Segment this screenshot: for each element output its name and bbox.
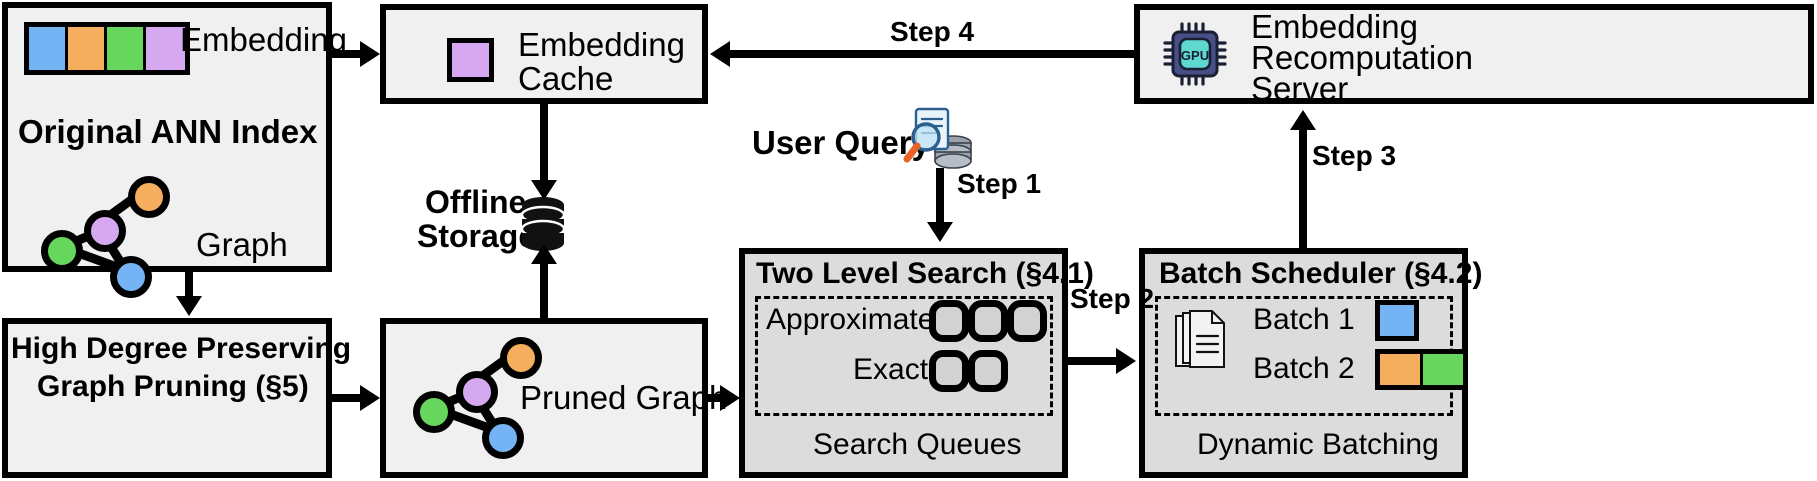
embedding-swatch-green xyxy=(107,27,146,70)
graph-label: Graph xyxy=(196,226,288,263)
graph-pruning-line2: Graph Pruning (§5) xyxy=(37,370,309,403)
arrow-ann-to-pruning xyxy=(185,272,193,300)
search-queue-slot[interactable] xyxy=(929,300,969,342)
embedding-swatch-orange xyxy=(68,27,107,70)
arrowhead-ann-to-cache xyxy=(360,41,380,67)
arrow-pruning-to-pruned xyxy=(332,394,362,402)
search-queues-panel xyxy=(755,296,1053,416)
search-queue-slot[interactable] xyxy=(929,350,969,392)
graph-node-green xyxy=(41,230,83,272)
recompute-server-box xyxy=(1134,4,1814,104)
ann-index-graph xyxy=(40,168,170,298)
embedding-cache-swatch xyxy=(447,38,494,82)
batch-2-swatches xyxy=(1375,349,1468,390)
arrow-pruned-to-storage xyxy=(540,262,548,320)
arrow-step1 xyxy=(936,168,944,224)
pruned-graph-node-purple xyxy=(456,371,498,413)
graph-node-blue xyxy=(110,256,152,298)
original-ann-index-title: Original ANN Index xyxy=(18,113,318,150)
arrowhead-pruning-to-pruned xyxy=(360,385,380,411)
arrowhead-cache-to-storage xyxy=(531,180,557,200)
two-level-search-title: Two Level Search (§4.1) xyxy=(756,257,1094,290)
embedding-swatch-purple xyxy=(146,27,185,70)
arrow-step2 xyxy=(1068,357,1120,365)
batch-2-swatch-green xyxy=(1423,354,1463,385)
search-queue-slot[interactable] xyxy=(1007,300,1047,342)
gpu-icon-text: GPU xyxy=(1181,48,1209,63)
pruned-graph-node-orange xyxy=(500,337,542,379)
step3-label: Step 3 xyxy=(1312,140,1397,171)
database-cylinder-icon xyxy=(520,197,566,251)
recompute-server-line3: Server xyxy=(1251,70,1349,107)
arrowhead-ann-to-pruning xyxy=(176,296,202,316)
search-queues-footer: Search Queues xyxy=(813,428,1022,461)
embedding-cache-title-line1: Embedding xyxy=(518,26,685,63)
arrow-step3 xyxy=(1299,128,1307,250)
two-level-search-box xyxy=(739,248,1068,478)
batch-scheduler-title: Batch Scheduler (§4.2) xyxy=(1159,257,1483,290)
search-queue-slot[interactable] xyxy=(968,300,1008,342)
recompute-server-line2: Recomputation xyxy=(1251,39,1473,76)
arrowhead-step1 xyxy=(927,222,953,242)
embedding-label: Embedding xyxy=(180,21,347,58)
arrowhead-pruned-to-storage xyxy=(531,244,557,264)
pruned-graph-graphic xyxy=(412,330,542,459)
step1-label: Step 1 xyxy=(957,168,1042,199)
arrowhead-step2 xyxy=(1116,348,1136,374)
gpu-chip-icon: GPU xyxy=(1163,22,1227,86)
graph-node-orange xyxy=(128,176,170,218)
search-row-label-exact: Exact xyxy=(853,353,929,386)
search-queue-slot[interactable] xyxy=(968,350,1008,392)
embedding-swatch-strip xyxy=(24,22,190,75)
graph-node-purple xyxy=(84,210,126,252)
arrowhead-pruned-to-search xyxy=(720,385,740,411)
pruned-graph-label: Pruned Graph xyxy=(520,379,728,416)
arrow-step4 xyxy=(730,50,1136,58)
arrow-ann-to-cache xyxy=(332,50,362,58)
documents-stack-icon xyxy=(1175,310,1225,368)
batch-1-swatch-blue xyxy=(1375,300,1419,341)
graph-pruning-line1: High Degree Preserving xyxy=(11,332,352,365)
batch-2-swatch-orange xyxy=(1380,354,1420,385)
embedding-cache-box xyxy=(380,4,708,104)
search-database-icon xyxy=(903,107,972,169)
arrowhead-step4 xyxy=(710,41,730,67)
arrowhead-step3 xyxy=(1290,110,1316,130)
arrow-pruned-to-search xyxy=(708,394,724,402)
batch-label-1: Batch 1 xyxy=(1253,303,1355,336)
step4-label: Step 4 xyxy=(890,16,975,47)
embedding-cache-title-line2: Cache xyxy=(518,60,614,97)
recompute-server-line1: Embedding xyxy=(1251,8,1418,45)
arrow-cache-to-storage xyxy=(540,104,548,182)
search-row-label-approximate: Approximate xyxy=(766,303,935,336)
offline-storage-line1: Offline xyxy=(425,184,527,220)
dynamic-batching-footer: Dynamic Batching xyxy=(1197,428,1439,461)
batch-label-2: Batch 2 xyxy=(1253,352,1355,385)
pruned-graph-node-blue xyxy=(482,417,524,459)
step2-label: Step 2 xyxy=(1070,283,1155,314)
offline-storage-line2: Storage xyxy=(417,218,537,254)
embedding-swatch-blue xyxy=(29,27,68,70)
graph-pruning-box xyxy=(2,318,332,478)
pruned-graph-node-green xyxy=(413,391,455,433)
